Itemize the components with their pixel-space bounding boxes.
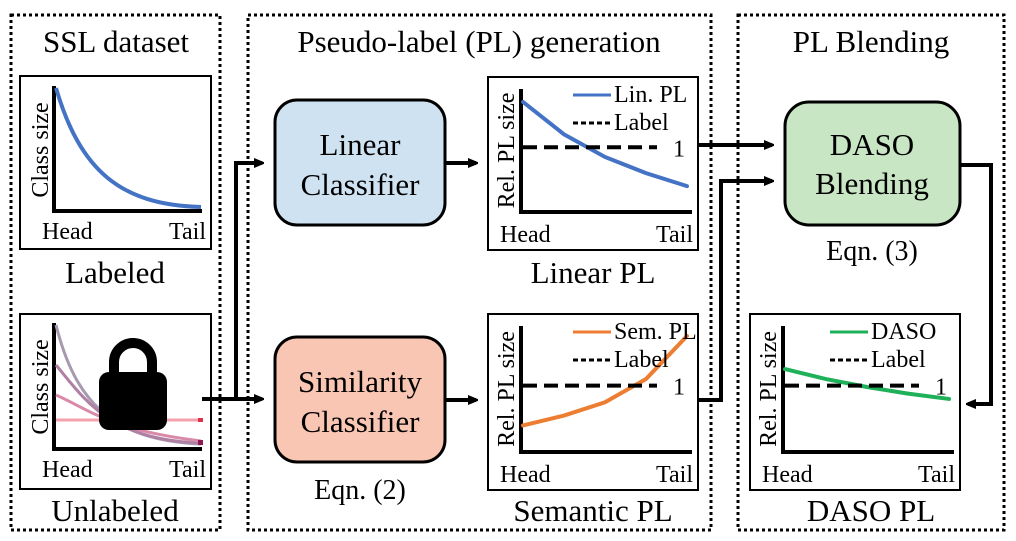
section-title-pl-blending: PL Blending [793,24,949,59]
series-daso-line [783,367,951,401]
linear-classifier-box: Linear Classifier [273,98,447,227]
x-label-tail: Tail [656,462,693,488]
box-label-line2: Blending [815,166,929,201]
box-label-line2: Classifier [301,404,420,439]
lock-icon [99,338,167,430]
x-label-head: Head [762,462,813,488]
y-axis-label: Rel. PL size [494,93,520,209]
caption-linear-pl: Linear PL [531,255,656,290]
legend-label: DASO [871,319,936,345]
section-pl-generation: Pseudo-label (PL) generation [246,13,713,532]
daso-blending-box: DASO Blending [783,100,962,227]
y-axis-label: Rel. PL size [494,331,520,447]
legend-label: Label [614,110,669,136]
x-label-tail: Tail [169,457,206,483]
x-label-tail: Tail [918,462,955,488]
box-label-line1: Similarity [298,364,423,399]
section-ssl-dataset: SSL dataset [9,13,222,532]
legend-label: Label [614,347,669,373]
series-sem-pl-line [521,333,689,428]
arrow-daso-to-daso-pl [960,163,993,404]
legend-label: Lin. PL [614,82,687,108]
box-label-line1: Linear [320,127,402,162]
labeled-plot: Class size Head Tail [19,75,212,250]
box-label-line2: Classifier [301,167,420,202]
section-title-pl-generation: Pseudo-label (PL) generation [297,24,661,59]
x-label-head: Head [42,457,93,483]
connectors [202,145,993,404]
x-label-head: Head [500,462,551,488]
caption-unlabeled: Unlabeled [51,493,179,528]
unlabeled-plot: Class size Head Tail [19,313,212,490]
legend-label: Sem. PL [614,319,697,345]
arrow-to-linear [234,163,262,401]
eqn-2-label: Eqn. (2) [314,475,406,506]
caption-semantic-pl: Semantic PL [513,493,672,528]
series-lin-pl-line [521,99,689,189]
box-label-line1: DASO [830,127,914,162]
x-label-tail: Tail [656,222,693,248]
x-label-head: Head [500,222,551,248]
reference-value-label: 1 [673,136,685,162]
caption-daso-pl: DASO PL [807,493,935,528]
x-label-tail: Tail [169,219,206,245]
section-pl-blending: PL Blending [736,13,1006,532]
reference-value-label: 1 [935,375,947,401]
similarity-classifier-box: Similarity Classifier [273,335,447,464]
eqn-3-label: Eqn. (3) [826,236,918,267]
section-title-ssl: SSL dataset [43,24,189,59]
x-label-head: Head [42,219,93,245]
legend-label: Label [871,347,926,373]
y-axis-label: Class size [28,339,54,434]
labeled-curve [54,87,202,209]
caption-labeled: Labeled [65,255,165,290]
y-axis-label: Class size [28,102,54,197]
y-axis-label: Rel. PL size [756,331,782,447]
reference-value-label: 1 [673,375,685,401]
arrow-semantic-pl-to-daso [698,181,772,402]
